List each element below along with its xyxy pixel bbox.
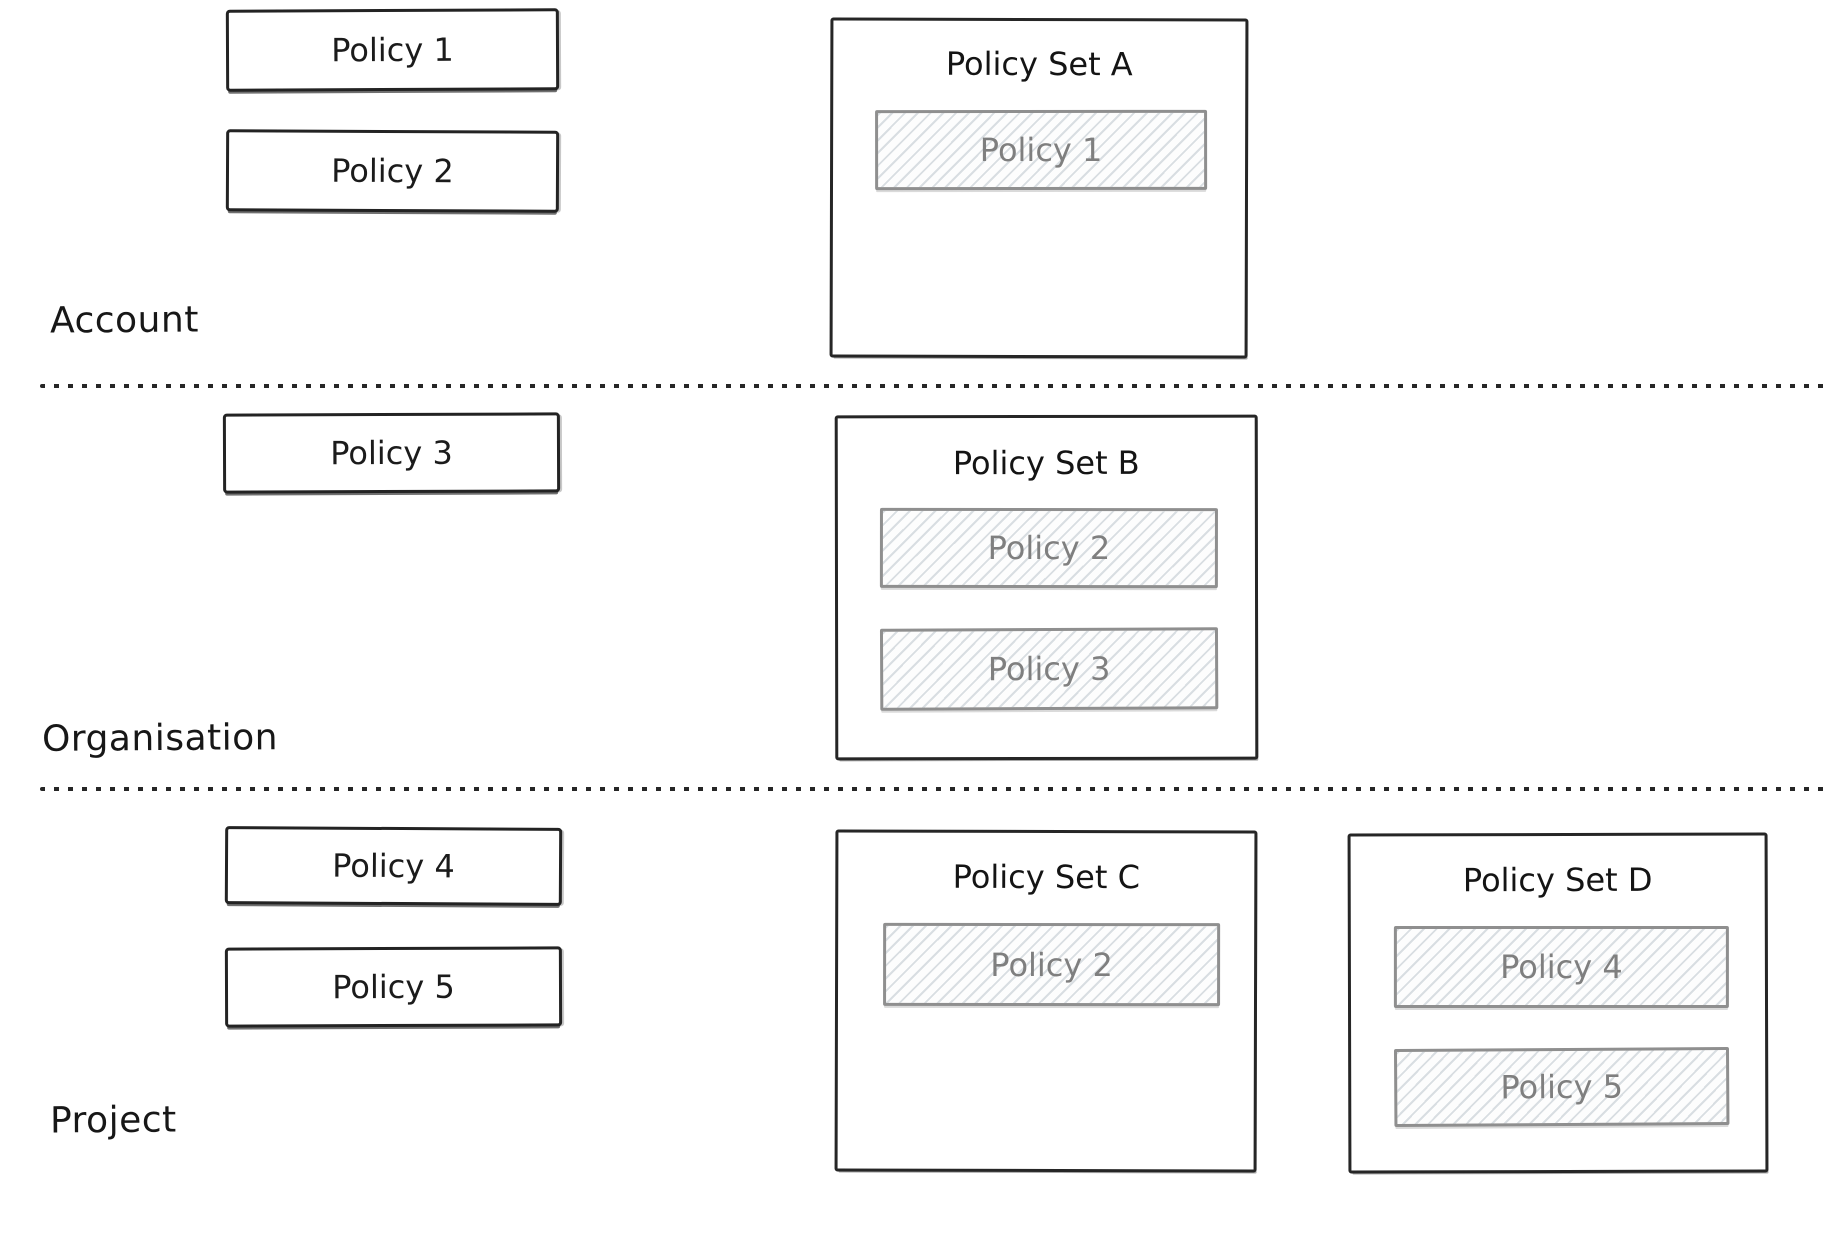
policy-set-d-title: Policy Set D <box>1462 860 1653 900</box>
policy-set-b-title: Policy Set B <box>952 443 1140 483</box>
policy-set-d-member-policy-5-label: Policy 5 <box>1500 1067 1624 1107</box>
policy-set-d: Policy Set D Policy 4 Policy 5 <box>1347 832 1769 1174</box>
policy-set-b-member-policy-3-label: Policy 3 <box>987 649 1111 689</box>
policy-set-a-title: Policy Set A <box>945 44 1133 84</box>
policy-5-box: Policy 5 <box>224 946 563 1028</box>
policy-set-c-title: Policy Set C <box>952 857 1141 897</box>
policy-3-box: Policy 3 <box>222 412 561 494</box>
policy-set-a-member-policy-1: Policy 1 <box>875 109 1208 191</box>
divider-account-organisation <box>40 384 1826 388</box>
policy-3-label: Policy 3 <box>330 433 453 473</box>
policy-set-b-member-policy-2: Policy 2 <box>879 507 1218 589</box>
policy-set-d-member-policy-4: Policy 4 <box>1393 925 1729 1008</box>
policy-4-label: Policy 4 <box>332 846 455 886</box>
tier-label-account: Account <box>49 299 200 342</box>
divider-organisation-project <box>40 787 1826 791</box>
policy-set-a: Policy Set A Policy 1 <box>829 17 1249 359</box>
policy-set-a-member-policy-1-label: Policy 1 <box>979 130 1103 170</box>
policy-1-box: Policy 1 <box>225 8 560 92</box>
policy-set-c-member-policy-2: Policy 2 <box>883 922 1221 1007</box>
policy-set-d-member-policy-5: Policy 5 <box>1393 1046 1730 1128</box>
policy-2-label: Policy 2 <box>331 151 454 191</box>
policy-5-label: Policy 5 <box>332 967 455 1007</box>
policy-set-b-member-policy-3: Policy 3 <box>879 627 1219 711</box>
policy-1-label: Policy 1 <box>331 30 454 70</box>
policy-set-b-member-policy-2-label: Policy 2 <box>987 528 1111 568</box>
policy-set-c: Policy Set C Policy 2 <box>834 829 1258 1173</box>
policy-2-box: Policy 2 <box>225 129 560 213</box>
policy-set-c-member-policy-2-label: Policy 2 <box>990 945 1113 984</box>
policy-4-box: Policy 4 <box>224 826 563 906</box>
tier-label-organisation: Organisation <box>41 717 279 760</box>
policy-set-d-member-policy-4-label: Policy 4 <box>1500 947 1623 986</box>
policy-set-b: Policy Set B Policy 2 Policy 3 <box>834 414 1259 761</box>
tier-label-project: Project <box>49 1099 177 1142</box>
